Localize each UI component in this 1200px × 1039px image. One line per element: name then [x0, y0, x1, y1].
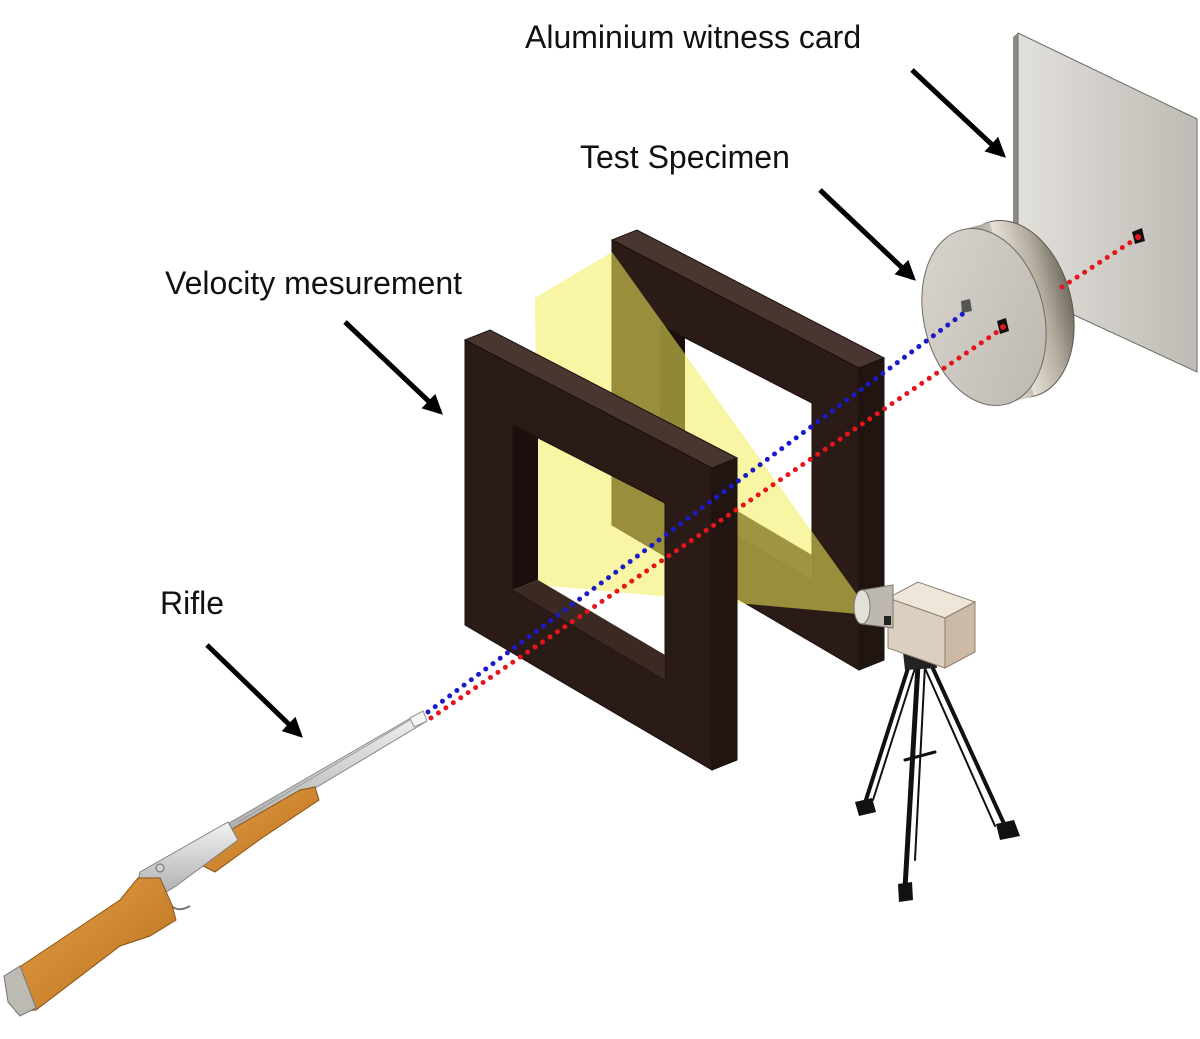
tripod-center-leg [902, 662, 921, 891]
light-cone [535, 252, 858, 614]
test-specimen-arrow [818, 188, 916, 281]
rifle-hinge-pin [155, 863, 165, 873]
card-impact-dot [1135, 234, 1141, 240]
tripod-spreader [903, 750, 937, 762]
tripod-left-leg [862, 660, 912, 808]
specimen-impact-dot [1000, 324, 1006, 330]
rifle-muzzle [409, 710, 428, 728]
front-frame-side-face [711, 457, 738, 771]
tripod-right-leg-inner [923, 665, 996, 827]
rifle-label: Rifle [160, 585, 224, 621]
specimen-red-impact [997, 318, 1009, 334]
tripod-center-leg-inner [914, 664, 926, 861]
rifle-barrel-rib [237, 713, 421, 823]
front-frame-inner-bottom-wall [513, 580, 665, 680]
card-red-impact [1132, 228, 1145, 244]
camera-body-side [944, 601, 976, 669]
tripod-left-leg-inner [872, 664, 917, 801]
trajectory-red-to-card [1059, 237, 1137, 290]
front-frame-inner-left-wall [513, 425, 538, 590]
tripod-foot-right [996, 820, 1020, 840]
tripod-right-leg [928, 660, 1008, 830]
velocity-measurement-label: Velocity mesurement [165, 265, 462, 301]
camera-lens-front [853, 589, 871, 625]
tripod [862, 660, 1008, 891]
rifle [3, 710, 428, 1017]
specimen-impact-hole [961, 299, 972, 313]
witness-card-arrow [910, 68, 1006, 158]
trajectories [425, 237, 1137, 721]
velocity-measurement-arrow [343, 320, 443, 415]
front-light-gate-frame [463, 329, 739, 771]
camera-lens-knob [884, 616, 891, 625]
test-specimen-label: Test Specimen [580, 139, 790, 175]
tripod-foot-center [898, 882, 913, 902]
high-speed-camera [853, 581, 1020, 902]
rifle-butt-pad [3, 965, 37, 1017]
rifle-stock [11, 877, 177, 1013]
witness-card-label: Aluminium witness card [525, 19, 861, 55]
arrows [205, 68, 1006, 738]
rifle-arrow [205, 643, 303, 738]
trajectory-red-to-specimen [428, 325, 1006, 721]
tripod-foot-left [855, 798, 876, 816]
